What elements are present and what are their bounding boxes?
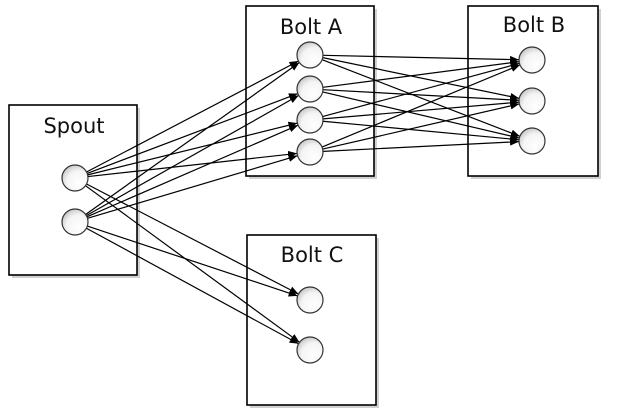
task-bolt-a-4 bbox=[296, 138, 324, 166]
edge-spout-to-boltA bbox=[87, 154, 298, 219]
task-spout-1 bbox=[61, 164, 89, 192]
edge-boltA-to-boltB bbox=[322, 91, 520, 140]
edge-boltA-to-boltB bbox=[321, 59, 521, 137]
edge-spout-to-boltA bbox=[85, 62, 300, 215]
task-bolt-b-2 bbox=[518, 87, 546, 115]
edge-spout-to-boltA bbox=[86, 124, 299, 218]
component-label-spout: Spout bbox=[43, 114, 104, 138]
edge-boltA-to-boltB bbox=[322, 102, 520, 150]
edge-boltA-to-boltB bbox=[322, 99, 520, 120]
task-bolt-b-1 bbox=[518, 46, 546, 74]
task-bolt-b-3 bbox=[518, 127, 546, 155]
task-bolt-a-1 bbox=[296, 41, 324, 69]
edge-spout-to-boltC bbox=[86, 183, 299, 295]
edge-spout-to-boltA bbox=[86, 94, 299, 217]
component-label-bolt-b: Bolt B bbox=[503, 13, 565, 37]
task-bolt-c-1 bbox=[296, 286, 324, 314]
edge-spout-to-boltA bbox=[86, 93, 299, 174]
edge-boltA-to-boltB bbox=[322, 59, 520, 88]
edge-boltA-to-boltB bbox=[321, 64, 521, 148]
edge-spout-to-boltA bbox=[86, 60, 299, 173]
edge-boltA-to-boltB bbox=[322, 54, 520, 64]
task-bolt-a-3 bbox=[296, 106, 324, 134]
component-label-bolt-a: Bolt A bbox=[280, 15, 343, 39]
task-bolt-c-2 bbox=[296, 336, 324, 364]
edge-boltA-to-boltB bbox=[322, 138, 520, 152]
task-bolt-a-2 bbox=[296, 75, 324, 103]
edge-boltA-to-boltB bbox=[322, 62, 520, 118]
edge-spout-to-boltC bbox=[87, 225, 298, 297]
edge-spout-to-boltA bbox=[87, 150, 298, 178]
task-spout-2 bbox=[61, 208, 89, 236]
edge-spout-to-boltC bbox=[85, 185, 300, 343]
edge-spout-to-boltC bbox=[86, 227, 299, 345]
edge-spout-to-boltA bbox=[87, 121, 298, 176]
edge-boltA-to-boltB bbox=[322, 89, 520, 104]
edges bbox=[85, 54, 521, 345]
edge-boltA-to-boltB bbox=[322, 120, 520, 143]
edge-boltA-to-boltB bbox=[322, 57, 520, 101]
component-label-bolt-c: Bolt C bbox=[281, 243, 344, 267]
